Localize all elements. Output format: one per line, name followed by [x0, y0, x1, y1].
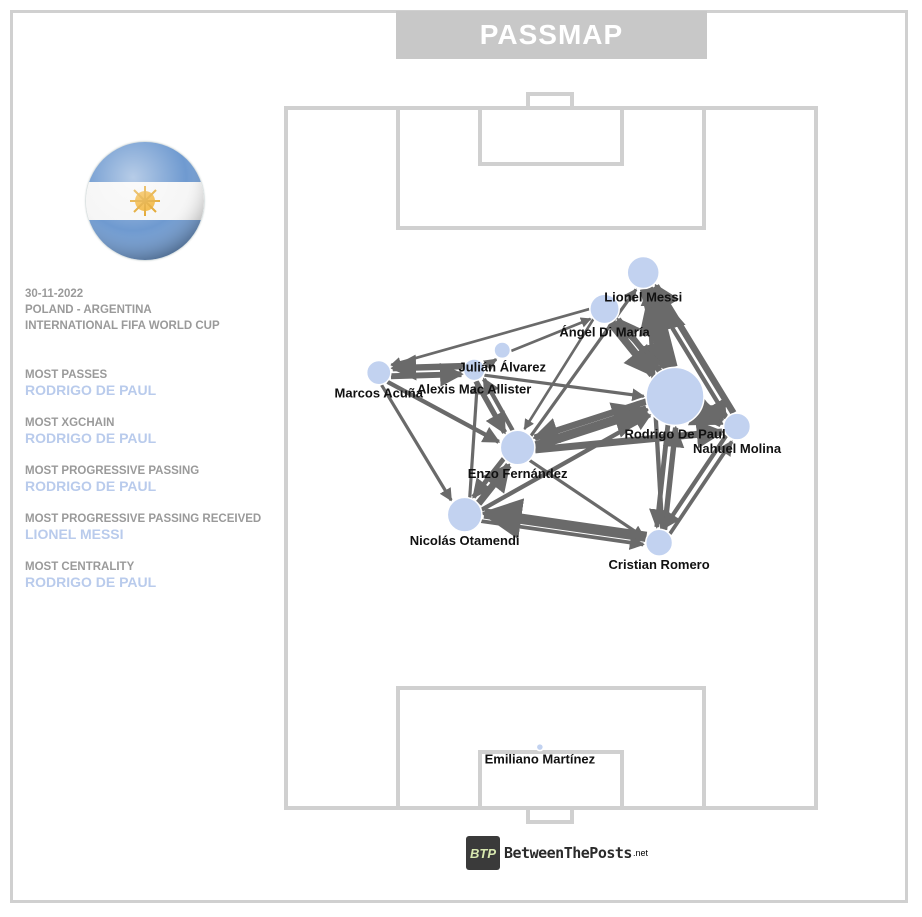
- pass-edge-macallister-depaul: [484, 373, 646, 402]
- top-penalty-box: [396, 106, 706, 230]
- pass-edge-molina-messi: [653, 283, 737, 415]
- stats-panel: MOST PASSES RODRIGO DE PAUL MOST XGCHAIN…: [25, 368, 261, 608]
- match-date: 30-11-2022: [25, 288, 84, 300]
- brand-name: BetweenThePosts: [504, 844, 632, 862]
- player-label-molina: Nahuel Molina: [693, 441, 782, 456]
- pass-edge-otamendi-romero: [480, 519, 645, 550]
- player-node-molina: [722, 412, 752, 441]
- brand-suffix: .net: [632, 848, 648, 858]
- pass-edge-fernandez-macallister: [482, 377, 515, 432]
- player-label-romero: Cristian Romero: [609, 557, 710, 572]
- pass-edge-acuna-fernandez: [386, 379, 501, 444]
- stat-most-progressive-passing: MOST PROGRESSIVE PASSING RODRIGO DE PAUL: [25, 465, 200, 494]
- pass-edge-depaul-fernandez: [532, 398, 648, 443]
- player-node-acuna: [365, 359, 392, 386]
- pass-edge-fernandez-romero: [528, 459, 646, 539]
- stat-most-centrality: MOST CENTRALITY RODRIGO DE PAUL: [25, 561, 157, 590]
- pass-edge-acuna-macallister: [390, 362, 464, 387]
- page-title: PASSMAP: [396, 11, 707, 59]
- player-label-fernandez: Enzo Fernández: [468, 466, 568, 481]
- match-info: 30-11-2022 POLAND - ARGENTINA INTERNATIO…: [25, 286, 220, 334]
- player-node-romero: [644, 528, 674, 557]
- player-node-martinez: [535, 742, 545, 752]
- player-label-dimaria: Ángel Di María: [559, 325, 650, 340]
- pass-edge-romero-molina: [668, 440, 734, 535]
- pass-edge-otamendi-macallister: [468, 381, 483, 498]
- brand-footer: BTP BetweenThePosts .net: [466, 836, 648, 870]
- pass-edge-dimaria-fernandez: [523, 318, 595, 430]
- match-competition: INTERNATIONAL FIFA WORLD CUP: [25, 320, 220, 332]
- bottom-penalty-box: [396, 686, 706, 810]
- pass-edges: [380, 283, 737, 550]
- pass-edge-fernandez-otamendi: [471, 457, 506, 499]
- pass-edge-macallister-acuna: [390, 354, 464, 381]
- top-goal: [526, 92, 574, 110]
- player-label-otamendi: Nicolás Otamendi: [410, 533, 520, 548]
- player-label-alvarez: Julián Álvarez: [459, 359, 547, 374]
- pass-edge-fernandez-molina: [534, 420, 725, 454]
- player-node-messi: [626, 255, 660, 290]
- player-label-messi: Lionel Messi: [604, 290, 682, 305]
- pass-edge-romero-otamendi: [480, 498, 648, 542]
- pass-edge-dimaria-acuna: [390, 307, 590, 368]
- player-label-depaul: Rodrigo De Paul: [624, 426, 725, 441]
- pass-edge-macallister-alvarez: [483, 358, 498, 372]
- btp-logo-icon: BTP: [466, 836, 500, 870]
- top-six-yard-box: [478, 106, 624, 166]
- pass-edge-depaul-romero: [649, 424, 671, 529]
- player-label-martinez: Emiliano Martínez: [485, 752, 596, 767]
- pass-edge-acuna-otamendi: [380, 384, 453, 502]
- pass-edge-messi-molina: [646, 287, 728, 417]
- bottom-goal: [526, 806, 574, 824]
- player-label-acuna: Marcos Acuña: [335, 386, 424, 401]
- player-node-fernandez: [499, 429, 536, 466]
- pitch-lines: [284, 92, 818, 824]
- pass-edge-otamendi-depaul: [480, 413, 652, 512]
- player-node-otamendi: [446, 496, 483, 533]
- player-node-dimaria: [589, 293, 620, 325]
- player-nodes: [365, 255, 752, 752]
- argentina-flag-icon: [86, 142, 204, 260]
- player-node-macallister: [462, 358, 486, 382]
- match-teams: POLAND - ARGENTINA: [25, 304, 152, 316]
- pitch-boundary: [284, 106, 818, 810]
- stat-most-passes: MOST PASSES RODRIGO DE PAUL: [25, 369, 157, 398]
- player-node-depaul: [645, 366, 705, 427]
- pass-edge-molina-romero: [662, 434, 729, 530]
- pass-edge-alvarez-dimaria: [510, 317, 592, 353]
- player-label-macallister: Alexis Mac Allister: [417, 382, 531, 397]
- player-node-alvarez: [493, 341, 512, 360]
- stat-most-progressive-received: MOST PROGRESSIVE PASSING RECEIVED LIONEL…: [25, 513, 262, 542]
- stat-most-xgchain: MOST XGCHAIN RODRIGO DE PAUL: [25, 417, 157, 446]
